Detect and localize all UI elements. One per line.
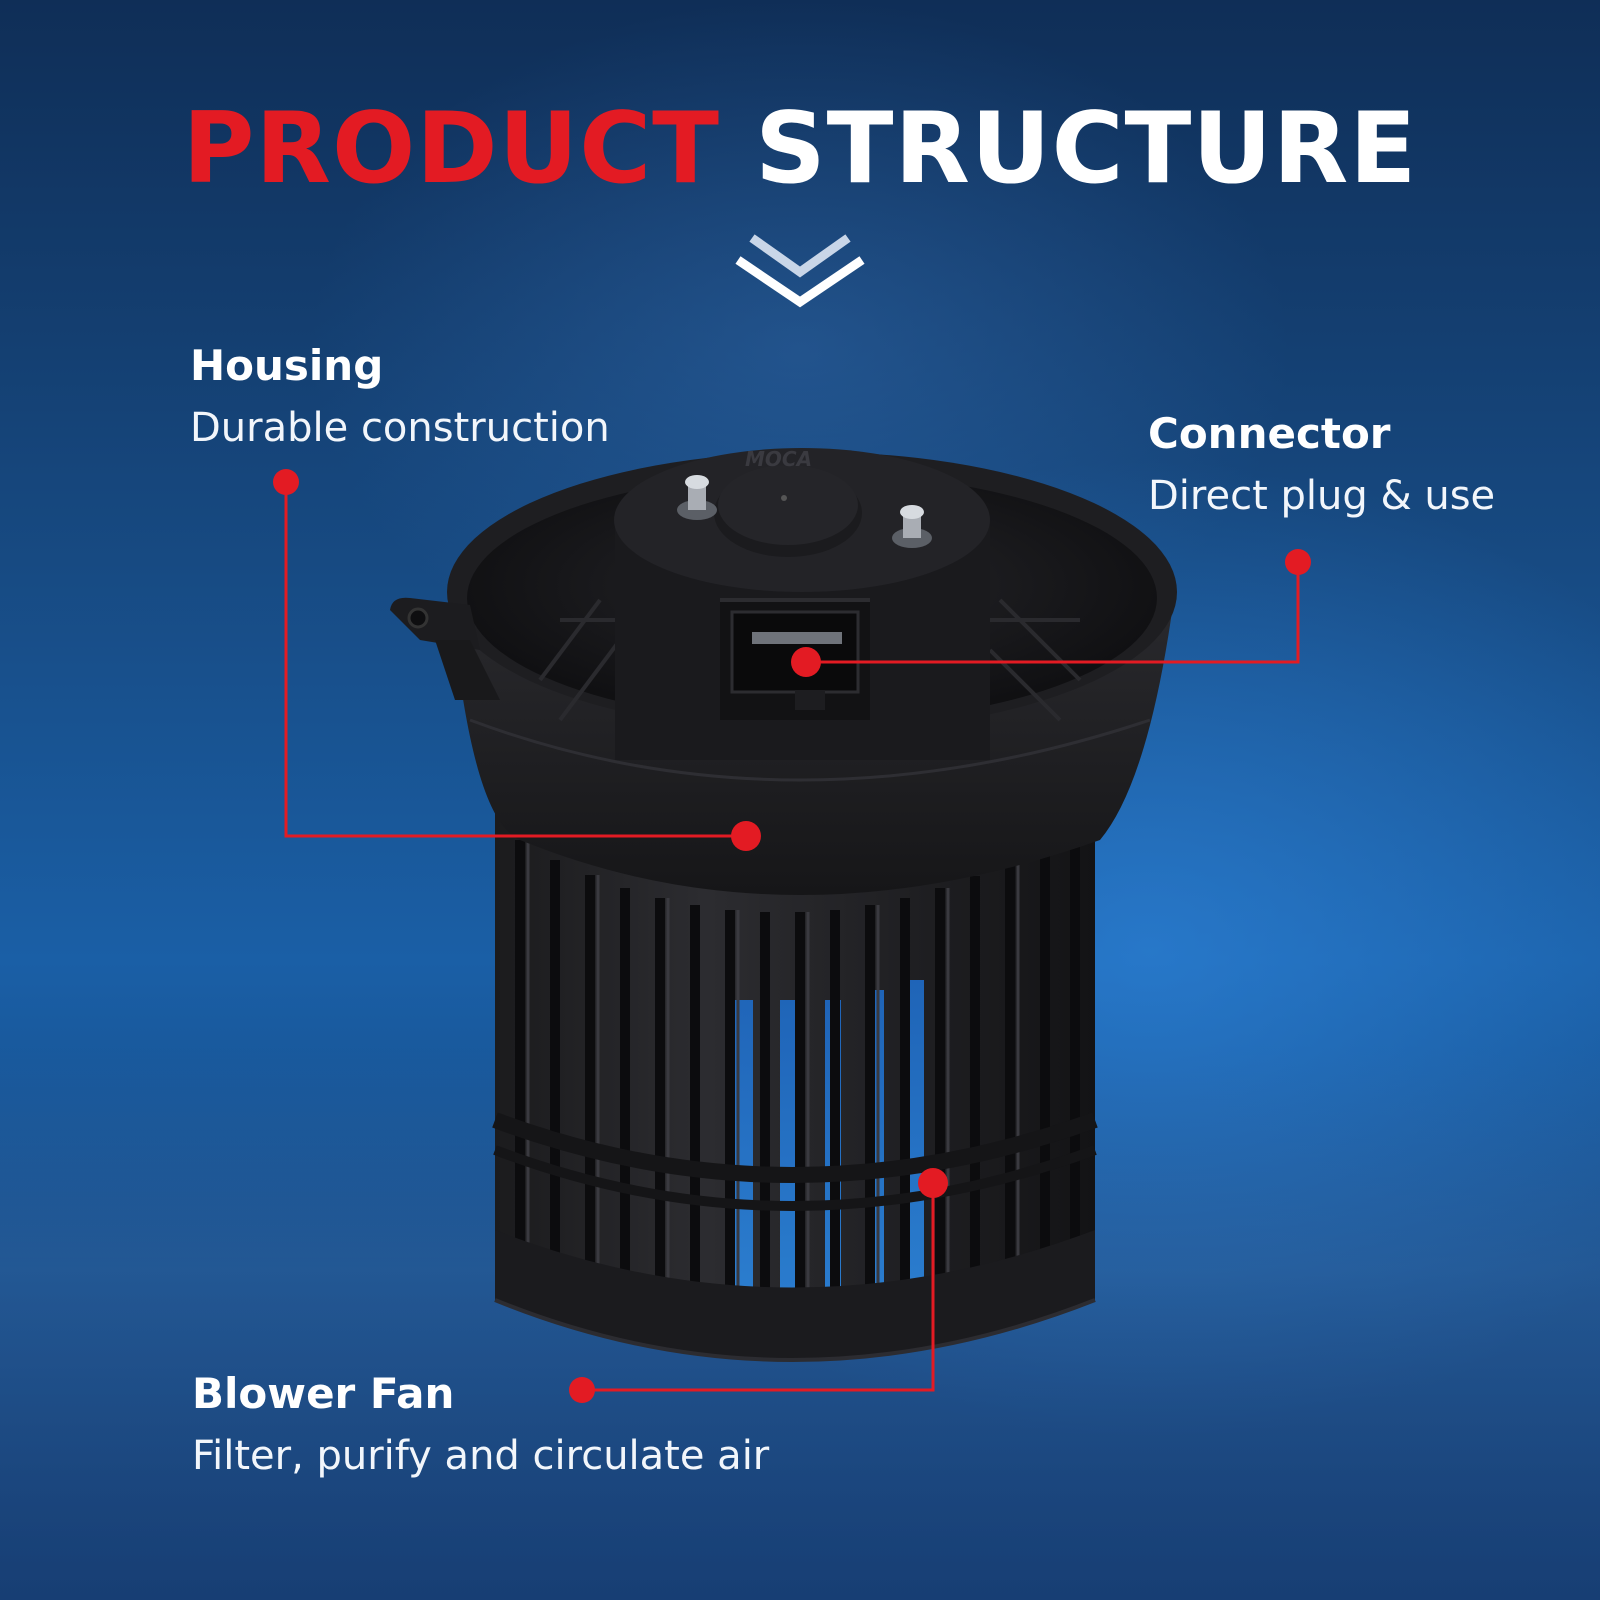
- housing-label-dot: [273, 469, 299, 495]
- blower-fan-callout: Blower Fan Filter, purify and circulate …: [192, 1368, 769, 1484]
- connector-label-dot: [1285, 549, 1311, 575]
- blower-fan-description: Filter, purify and circulate air: [192, 1433, 770, 1479]
- title-word-structure: STRUCTURE: [755, 92, 1418, 206]
- connector-heading: Connector: [1148, 409, 1391, 458]
- blower-fan-label-dot: [569, 1377, 595, 1403]
- blower-fan-pointer-dot: [918, 1168, 948, 1198]
- blower-fan-callout-line: [582, 1183, 935, 1392]
- housing-pointer-dot: [731, 821, 761, 851]
- housing-callout-line: [284, 482, 746, 838]
- housing-callout: Housing Durable construction: [190, 340, 610, 456]
- page-title: PRODUCT STRUCTURE: [0, 92, 1600, 206]
- connector-callout-line: [806, 562, 1300, 664]
- title-word-product: PRODUCT: [182, 92, 720, 206]
- double-chevron-down-icon: [735, 234, 865, 308]
- connector-pointer-dot: [791, 647, 821, 677]
- housing-description: Durable construction: [190, 405, 610, 451]
- blower-fan-heading: Blower Fan: [192, 1369, 455, 1418]
- housing-heading: Housing: [190, 341, 384, 390]
- connector-callout: Connector Direct plug & use: [1148, 408, 1495, 524]
- brand-mark: MOCA: [745, 447, 812, 471]
- connector-description: Direct plug & use: [1148, 473, 1496, 519]
